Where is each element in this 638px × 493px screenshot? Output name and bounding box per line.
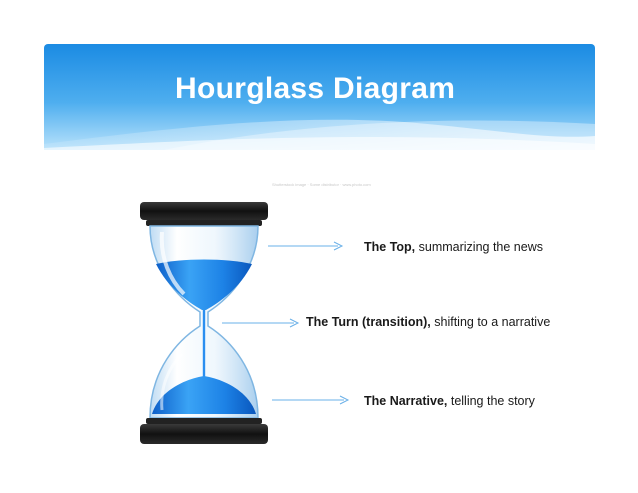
label-turn-text: shifting to a narrative [430,315,551,329]
banner-background [44,44,595,150]
title-banner [44,44,595,150]
label-top: The Top, summarizing the news [364,240,543,254]
label-turn-bold: The Turn (transition), [306,315,431,329]
label-narrative: The Narrative, telling the story [364,394,535,408]
label-top-text: summarizing the news [415,240,543,254]
image-watermark: Shutterstock image · Some distributor · … [272,182,371,187]
page-title: Hourglass Diagram [175,72,456,105]
label-narrative-bold: The Narrative, [364,394,448,408]
hourglass-icon [140,202,268,444]
arrow-top [268,241,344,251]
arrow-turn [222,318,300,328]
label-top-bold: The Top, [364,240,416,254]
label-narrative-text: telling the story [447,394,535,408]
arrow-narrative [272,395,350,405]
label-turn: The Turn (transition), shifting to a nar… [306,315,550,329]
